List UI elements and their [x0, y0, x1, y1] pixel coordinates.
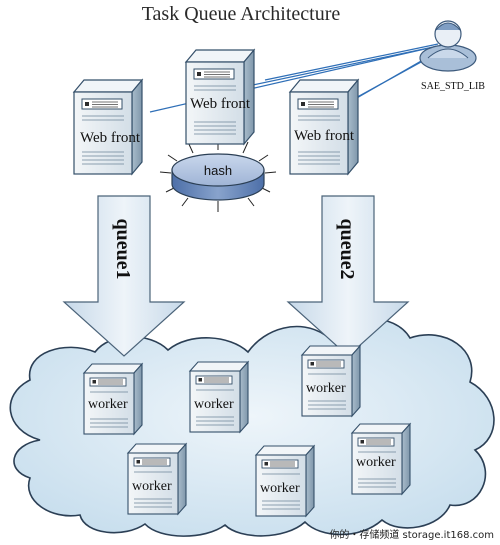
worker-2-label: worker [194, 397, 234, 412]
web-front-left-label: Web front [80, 130, 141, 146]
web-front-middle: Web front [185, 49, 255, 145]
diagram-title: Task Queue Architecture [142, 3, 341, 25]
worker-cloud [9, 317, 495, 537]
queue1-arrow: queue1 [62, 195, 186, 357]
hash-node: hash [159, 138, 277, 212]
user-icon [419, 20, 477, 72]
hash-label: hash [204, 163, 232, 178]
queue2-label: queue2 [336, 218, 358, 279]
web-front-left: Web front [73, 79, 143, 175]
worker-4: worker [351, 423, 411, 495]
link-to-web-front-middle [247, 45, 439, 87]
worker-1: worker [83, 363, 143, 435]
queue2-arrow: queue2 [286, 195, 410, 357]
queue1-label: queue1 [112, 218, 134, 279]
web-front-right-label: Web front [294, 128, 355, 144]
user-label: SAE_STD_LIB [421, 81, 485, 92]
worker-5: worker [127, 443, 187, 515]
worker-1-label: worker [88, 397, 128, 412]
watermark: 你的・存储频道 storage.it168.com [329, 528, 494, 541]
worker-3: worker [301, 345, 361, 417]
web-front-middle-label: Web front [190, 96, 251, 112]
worker-4-label: worker [356, 455, 396, 470]
link-to-web-front-middle-2 [264, 43, 439, 81]
worker-3-label: worker [306, 381, 346, 396]
web-front-right: Web front [289, 79, 359, 175]
worker-6-label: worker [260, 481, 300, 496]
worker-5-label: worker [132, 479, 172, 494]
worker-2: worker [189, 361, 249, 433]
worker-6: worker [255, 445, 315, 517]
